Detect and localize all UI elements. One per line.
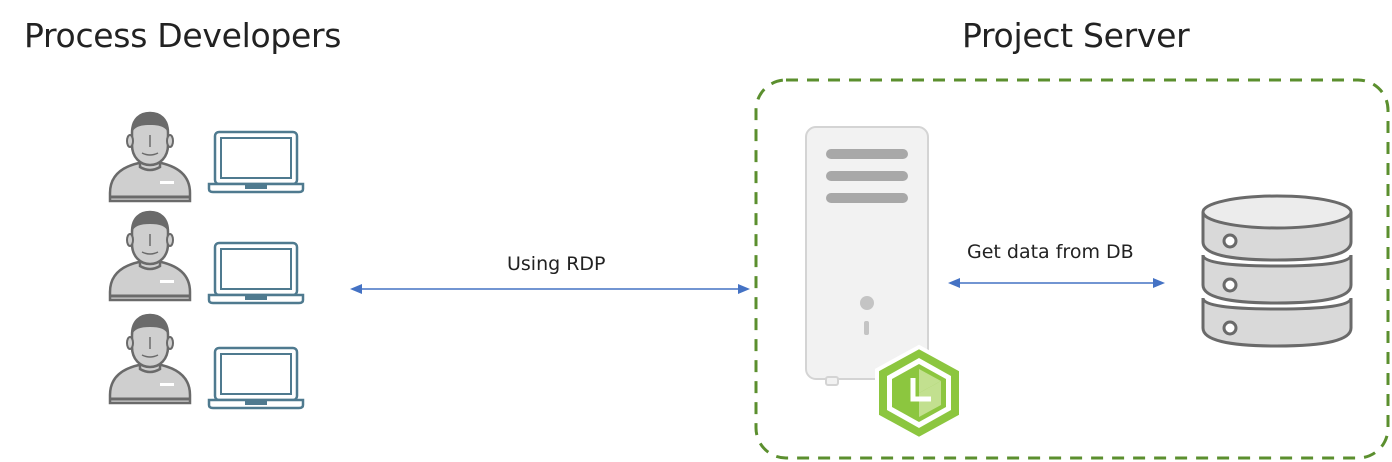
user-icon — [108, 313, 192, 405]
rdp-arrow — [350, 284, 750, 294]
database-icon — [1201, 194, 1353, 348]
laptop-icon — [207, 346, 305, 410]
developer-row-2 — [108, 210, 305, 305]
project-server-boundary — [754, 78, 1390, 460]
user-icon — [108, 210, 192, 302]
laptop-icon — [207, 241, 305, 305]
rdp-connection-label: Using RDP — [507, 253, 606, 275]
db-arrow — [948, 278, 1165, 288]
laptop-icon — [207, 130, 305, 194]
user-icon — [108, 111, 192, 203]
developer-row-3 — [108, 313, 305, 410]
developer-row-1 — [108, 111, 305, 203]
project-server-title: Project Server — [962, 16, 1190, 55]
process-developers-title: Process Developers — [24, 16, 342, 55]
green-hexagon-logo-icon — [875, 344, 963, 442]
server-tower-icon — [805, 126, 929, 386]
db-connection-label: Get data from DB — [967, 241, 1134, 263]
